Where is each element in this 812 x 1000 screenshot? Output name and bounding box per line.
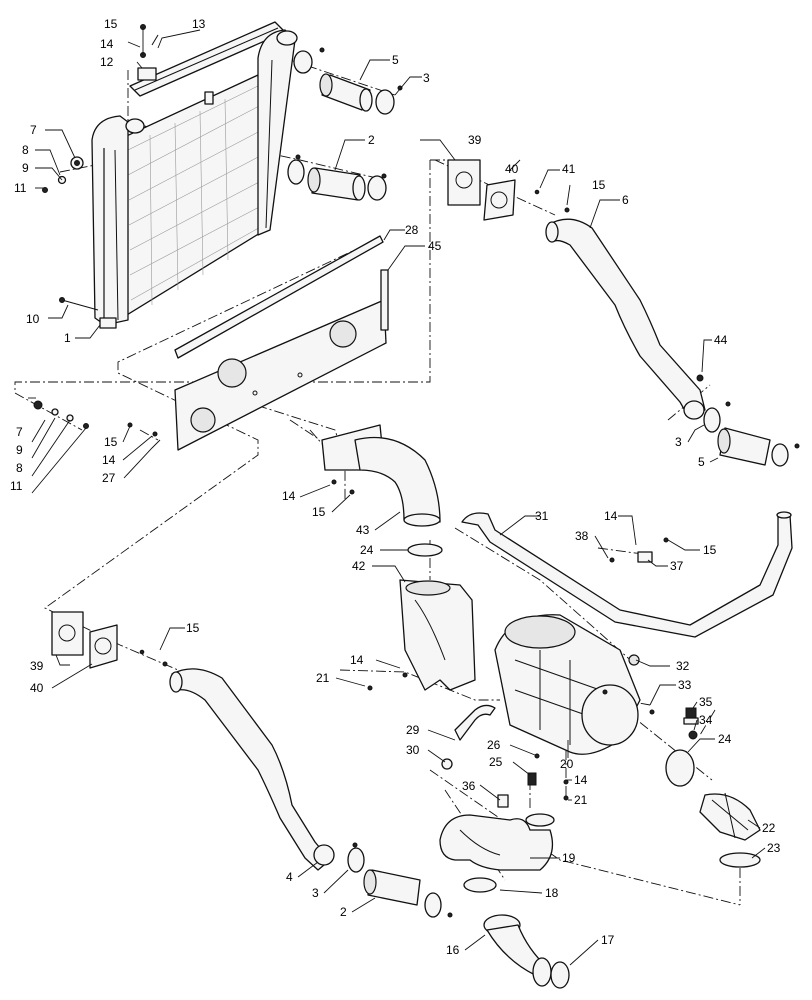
callout-20: 20 [560,757,574,771]
long-hose-upper [545,218,800,467]
panel-fasteners-left [33,400,158,437]
callout-9-lower: 9 [16,443,23,457]
callout-36: 36 [462,779,476,793]
callout-13: 13 [192,17,206,31]
callout-15-top: 15 [104,17,118,31]
callout-10: 10 [26,312,40,326]
callout-15-lower-left: 15 [186,621,200,635]
callout-26: 26 [487,738,501,752]
callout-14-duct: 14 [282,489,296,503]
callout-39-lower: 39 [30,659,44,673]
callout-23: 23 [767,841,781,855]
callout-7-lower: 7 [16,425,23,439]
callout-14-panel: 14 [102,453,116,467]
restriction-indicator [683,707,699,740]
callout-25: 25 [489,755,503,769]
callout-45: 45 [428,239,442,253]
callout-19: 19 [562,851,576,865]
callout-1: 1 [64,331,71,345]
callout-42: 42 [352,559,366,573]
callout-8-lower: 8 [16,461,23,475]
long-hose-lower [169,668,453,918]
callout-44: 44 [714,333,728,347]
callout-27: 27 [102,471,116,485]
upper-hose-assembly [293,47,403,115]
callout-5-right: 5 [698,455,705,469]
callout-11-lower: 11 [10,479,23,493]
callout-9-upper: 9 [22,161,29,175]
callout-39-upper: 39 [468,133,482,147]
air-cleaner-elbow-hose [439,813,555,871]
callout-11-upper: 11 [14,181,27,195]
callout-17: 17 [601,933,615,947]
cooler-outlet-port [276,30,298,46]
breather-tube [461,511,793,638]
callout-3-right: 3 [675,435,682,449]
callout-31: 31 [535,509,549,523]
callout-14-tube: 14 [604,509,618,523]
callout-15-right-upper: 15 [592,178,606,192]
air-inlet-hood [367,579,476,691]
callout-3-upper: 3 [423,71,430,85]
callout-28: 28 [405,223,419,237]
leader-lines [28,27,766,966]
air-cleaner-housing [494,614,655,755]
callout-3-lower: 3 [312,886,319,900]
callout-16: 16 [446,943,460,957]
hose-clamp-18 [463,877,497,893]
callout-15-duct: 15 [312,505,326,519]
callout-43: 43 [356,523,370,537]
callout-40-lower: 40 [30,681,44,695]
callout-8-upper: 8 [22,143,29,157]
callout-14-top: 14 [100,37,114,51]
callout-24-upper: 24 [360,543,374,557]
callout-15-panel: 15 [104,435,118,449]
callout-38: 38 [575,529,589,543]
callout-24-lower: 24 [718,732,732,746]
callout-41: 41 [562,162,576,176]
callout-14-hood: 14 [350,653,364,667]
callout-labels: 15 13 14 12 5 3 7 8 9 11 2 39 40 41 15 6… [10,17,781,957]
lower-connector [483,914,570,989]
outlet-elbow [665,749,761,868]
callout-12: 12 [100,55,114,69]
mounting-plates-lower [51,611,168,669]
cooler-fins [127,84,265,306]
middle-hose-assembly [287,154,387,201]
hose-clamp-24-upper [407,543,443,557]
small-hose-fittings [441,704,569,808]
elbow-duct [321,424,441,527]
callout-40-upper: 40 [505,162,519,176]
cooler-inlet-port [125,118,145,134]
callout-30: 30 [406,743,420,757]
callout-37: 37 [670,559,684,573]
callout-5-upper: 5 [392,53,399,67]
deflector-panel [174,235,389,451]
callout-6: 6 [622,193,629,207]
callout-29: 29 [406,723,420,737]
callout-22: 22 [762,821,776,835]
callout-34: 34 [699,713,713,727]
callout-21-cleaner: 21 [574,793,588,807]
charge-air-cooler [91,21,298,329]
callout-32: 32 [676,659,690,673]
callout-2-lower: 2 [340,905,347,919]
callout-33: 33 [678,678,692,692]
callout-2-upper: 2 [368,133,375,147]
mounting-plates-upper [447,159,570,221]
callout-15-tube: 15 [703,543,717,557]
callout-21-hood: 21 [316,671,330,685]
callout-18: 18 [545,886,559,900]
callout-7-upper: 7 [30,123,37,137]
callout-35: 35 [699,695,713,709]
callout-4: 4 [286,870,293,884]
callout-14-cleaner: 14 [574,773,588,787]
